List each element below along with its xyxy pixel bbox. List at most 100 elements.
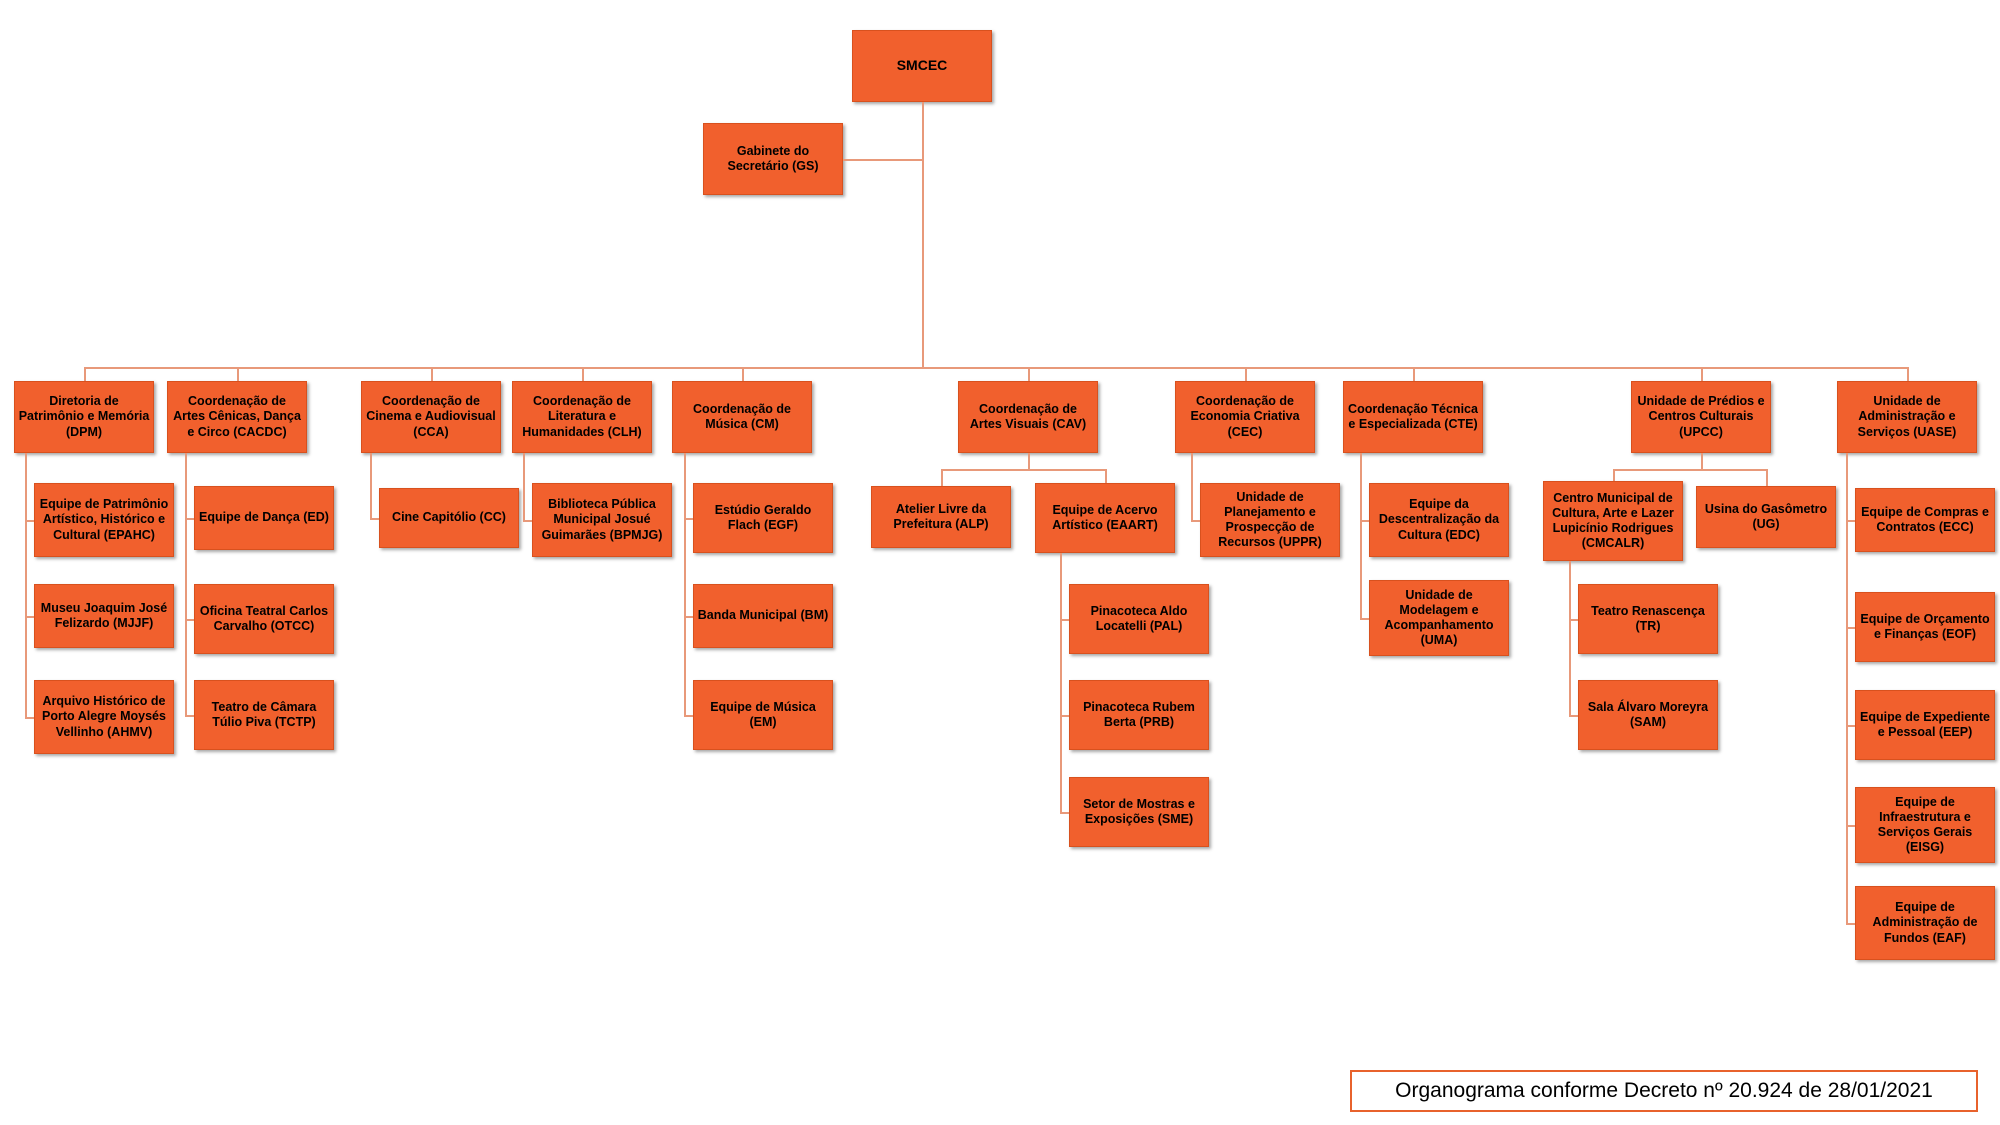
connector-line [185,715,194,717]
connector-line [1245,367,1247,381]
connector-line [1846,453,1848,923]
org-node-ed: Equipe de Dança (ED) [194,486,334,550]
org-node-label-tr: Teatro Renascença (TR) [1591,603,1705,633]
org-node-cm: Coordenação de Música (CM) [672,381,812,453]
org-node-uma: Unidade de Modelagem e Acompanhamento (U… [1369,580,1509,656]
connector-line [1060,619,1069,621]
org-node-label-cca: Coordenação de Cinema e Audiovisual (CCA… [366,394,496,439]
org-node-label-cte: Coordenação Técnica e Especializada (CTE… [1348,401,1478,431]
org-node-eof: Equipe de Orçamento e Finanças (EOF) [1855,592,1995,662]
connector-line [185,518,194,520]
connector-line [941,469,1105,471]
org-node-label-bm: Banda Municipal (BM) [697,608,829,623]
org-node-label-upcc: Unidade de Prédios e Centros Culturais (… [1637,394,1765,439]
org-node-cte: Coordenação Técnica e Especializada (CTE… [1343,381,1483,453]
org-node-cec: Coordenação de Economia Criativa (CEC) [1175,381,1315,453]
org-node-label-cmcalr: Centro Municipal de Cultura, Arte e Laze… [1552,490,1674,551]
org-node-label-sam: Sala Álvaro Moreyra (SAM) [1587,699,1709,729]
connector-line [1613,469,1766,471]
org-node-uppr: Unidade de Planejamento e Prospecção de … [1200,483,1340,557]
connector-line [1028,367,1030,381]
connector-line [1846,923,1855,925]
connector-line [1846,825,1855,827]
connector-line [1360,453,1362,618]
connector-line [84,367,1907,369]
connector-line [1846,520,1855,522]
org-node-eaf: Equipe de Administração de Fundos (EAF) [1855,886,1995,960]
org-node-ecc: Equipe de Compras e Contratos (ECC) [1855,488,1995,552]
connector-line [1413,367,1415,381]
org-node-label-alp: Atelier Livre da Prefeitura (ALP) [893,501,989,531]
org-node-egf: Estúdio Geraldo Flach (EGF) [693,483,833,553]
org-node-pal: Pinacoteca Aldo Locatelli (PAL) [1069,584,1209,654]
connector-line [84,367,86,381]
org-node-label-cc: Cine Capitólio (CC) [392,510,506,525]
org-node-label-uma: Unidade de Modelagem e Acompanhamento (U… [1384,587,1494,648]
org-node-cc: Cine Capitólio (CC) [379,488,519,548]
connector-line [25,520,34,522]
org-node-eisg: Equipe de Infraestrutura e Serviços Gera… [1855,787,1995,863]
org-node-alp: Atelier Livre da Prefeitura (ALP) [871,486,1011,548]
org-node-label-gs: Gabinete do Secretário (GS) [727,143,819,173]
org-node-label-bpmjg: Biblioteca Pública Municipal Josué Guima… [541,497,663,542]
org-node-cav: Coordenação de Artes Visuais (CAV) [958,381,1098,453]
org-node-tctp: Teatro de Câmara Túlio Piva (TCTP) [194,680,334,750]
org-node-label-ug: Usina do Gasômetro (UG) [1704,501,1828,531]
org-node-bpmjg: Biblioteca Pública Municipal Josué Guima… [532,483,672,557]
org-node-label-cacdc: Coordenação de Artes Cênicas, Dança e Ci… [173,394,301,439]
connector-line [25,616,34,618]
org-node-label-ecc: Equipe de Compras e Contratos (ECC) [1861,504,1989,534]
connector-line [684,715,693,717]
connector-line [1846,725,1855,727]
org-node-label-epahc: Equipe de Patrimônio Artístico, Históric… [39,497,169,542]
org-node-ahmv: Arquivo Histórico de Porto Alegre Moysés… [34,680,174,754]
org-node-mjjf: Museu Joaquim José Felizardo (MJJF) [34,584,174,648]
org-node-edc: Equipe da Descentralização da Cultura (E… [1369,483,1509,557]
org-node-label-uase: Unidade de Administração e Serviços (UAS… [1857,394,1957,439]
org-node-label-pal: Pinacoteca Aldo Locatelli (PAL) [1090,603,1188,633]
org-node-eep: Equipe de Expediente e Pessoal (EEP) [1855,690,1995,760]
org-node-label-otcc: Oficina Teatral Carlos Carvalho (OTCC) [199,603,329,633]
connector-line [1360,520,1369,522]
org-node-label-eisg: Equipe de Infraestrutura e Serviços Gera… [1877,794,1973,855]
connector-line [1569,619,1578,621]
connector-line [185,619,194,621]
connector-line [1028,453,1030,469]
org-node-label-eof: Equipe de Orçamento e Finanças (EOF) [1860,611,1990,641]
connector-line [25,717,34,719]
connector-line [1701,367,1703,381]
connector-line [237,367,239,381]
org-node-smcec: SMCEC [852,30,992,102]
org-node-prb: Pinacoteca Rubem Berta (PRB) [1069,680,1209,750]
connector-line [1060,715,1069,717]
org-node-label-egf: Estúdio Geraldo Flach (EGF) [714,502,812,532]
org-node-label-cav: Coordenação de Artes Visuais (CAV) [969,401,1087,431]
org-node-bm: Banda Municipal (BM) [693,584,833,648]
org-node-label-edc: Equipe da Descentralização da Cultura (E… [1378,497,1500,542]
connector-line [1360,618,1369,620]
org-node-ug: Usina do Gasômetro (UG) [1696,486,1836,548]
org-node-label-eaf: Equipe de Administração de Fundos (EAF) [1872,900,1978,945]
decree-note: Organograma conforme Decreto nº 20.924 d… [1350,1070,1978,1112]
org-node-dpm: Diretoria de Patrimônio e Memória (DPM) [14,381,154,453]
org-node-label-clh: Coordenação de Literatura e Humanidades … [522,394,642,439]
org-node-tr: Teatro Renascença (TR) [1578,584,1718,654]
connector-line [1191,520,1200,522]
connector-line [1701,453,1703,469]
connector-line [523,453,525,520]
org-node-sme: Setor de Mostras e Exposições (SME) [1069,777,1209,847]
org-node-clh: Coordenação de Literatura e Humanidades … [512,381,652,453]
org-node-label-ed: Equipe de Dança (ED) [199,510,329,525]
connector-line [1569,715,1578,717]
org-node-sam: Sala Álvaro Moreyra (SAM) [1578,680,1718,750]
connector-line [25,453,27,717]
connector-line [1191,453,1193,520]
connector-line [684,518,693,520]
connector-line [185,453,187,715]
connector-line [370,453,372,518]
connector-line [684,453,686,715]
connector-line [941,469,943,486]
org-node-eaart: Equipe de Acervo Artístico (EAART) [1035,483,1175,553]
org-node-label-smcec: SMCEC [896,57,948,74]
